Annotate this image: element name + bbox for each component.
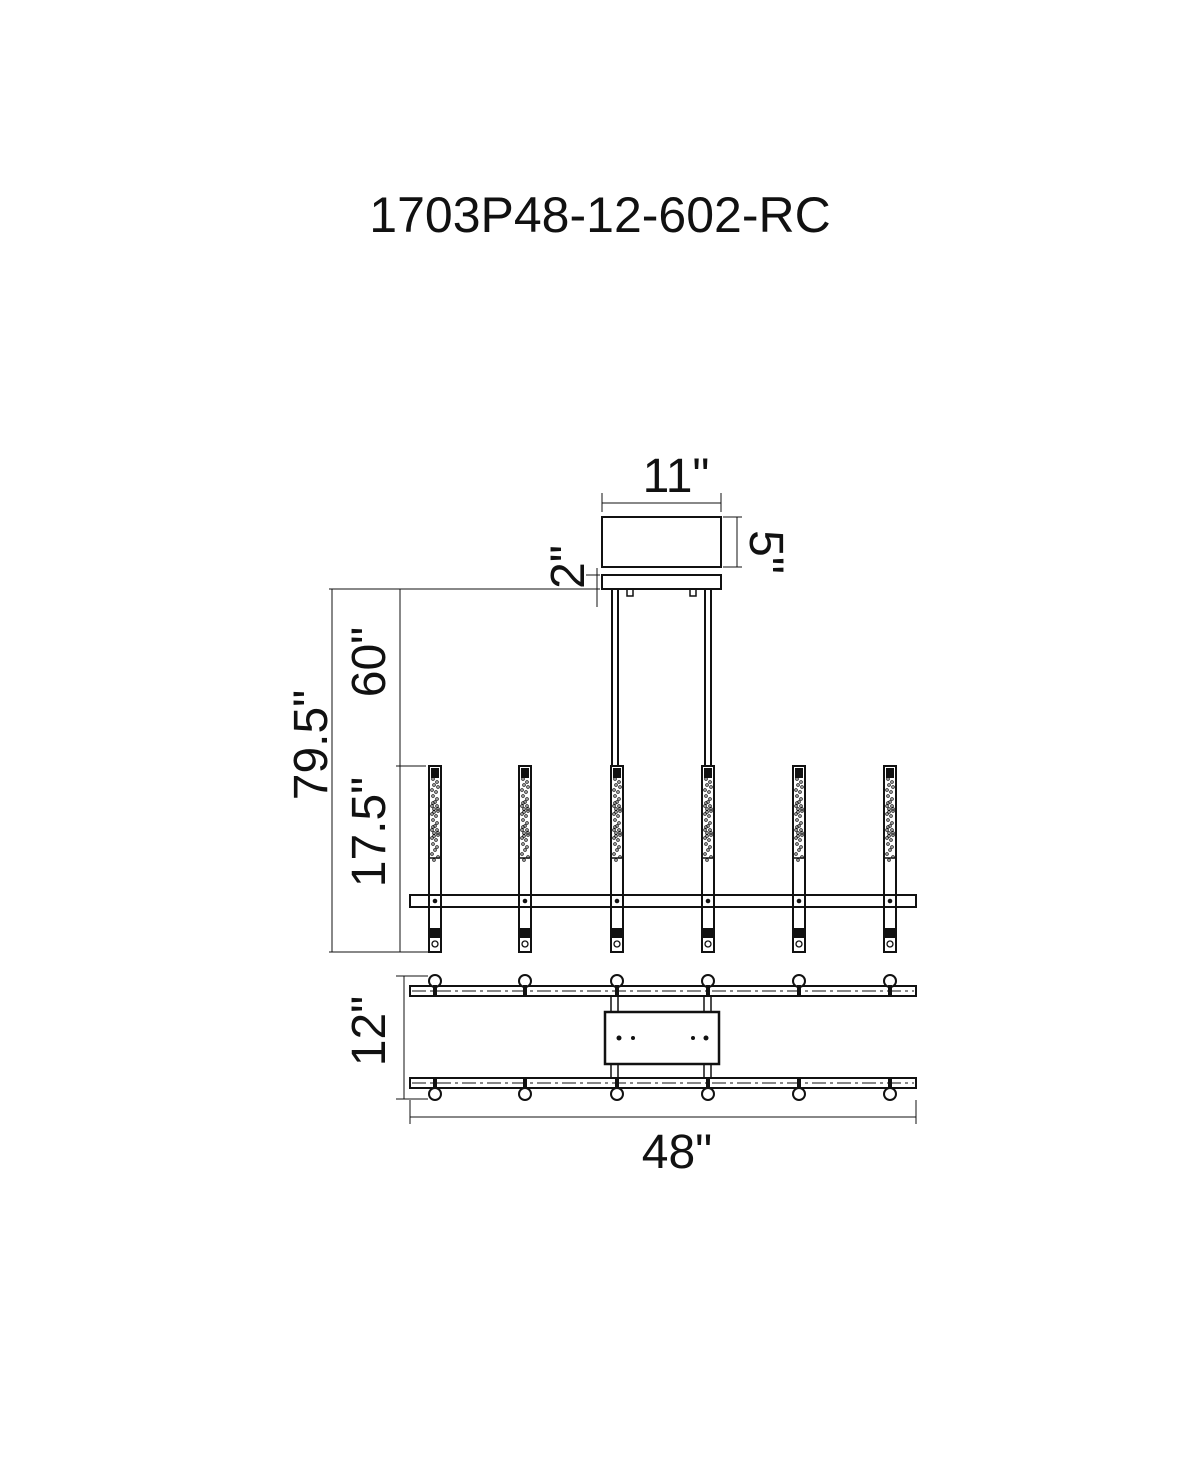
front-elevation <box>409 516 917 953</box>
top-rail-front <box>409 1077 917 1089</box>
fixture-height-label: 17.5" <box>343 777 396 887</box>
light-tube <box>518 765 532 953</box>
tube-knob <box>428 974 442 1101</box>
tube-knob <box>518 974 532 1101</box>
top-rail-back <box>409 985 917 997</box>
overall-height-label: 79.5" <box>285 690 338 800</box>
canopy-width-label: 11" <box>643 450 710 503</box>
light-tube <box>610 765 624 953</box>
light-tube <box>428 765 442 953</box>
suspension-rods <box>611 589 712 766</box>
canopy-plate <box>601 574 722 590</box>
overall-width-label: 48" <box>642 1126 712 1179</box>
dimension-lines <box>329 493 917 1124</box>
canopy-gap-label: 2" <box>542 545 595 589</box>
light-tube <box>701 765 715 953</box>
center-plate <box>603 1010 721 1066</box>
tube-knob <box>610 974 624 1101</box>
tube-knobs <box>428 974 897 1101</box>
tube-knob <box>701 974 715 1101</box>
light-tubes <box>428 765 897 953</box>
crossbar <box>409 894 917 908</box>
tube-knob <box>792 974 806 1101</box>
model-number: 1703P48-12-602-RC <box>369 187 830 243</box>
light-tube <box>792 765 806 953</box>
light-tube <box>883 765 897 953</box>
rod-length-label: 60" <box>343 627 396 697</box>
canopy-height-label: 5" <box>739 530 792 574</box>
top-view <box>409 974 917 1101</box>
depth-label: 12" <box>343 996 396 1066</box>
tube-knob <box>883 974 897 1101</box>
canopy <box>601 516 722 568</box>
